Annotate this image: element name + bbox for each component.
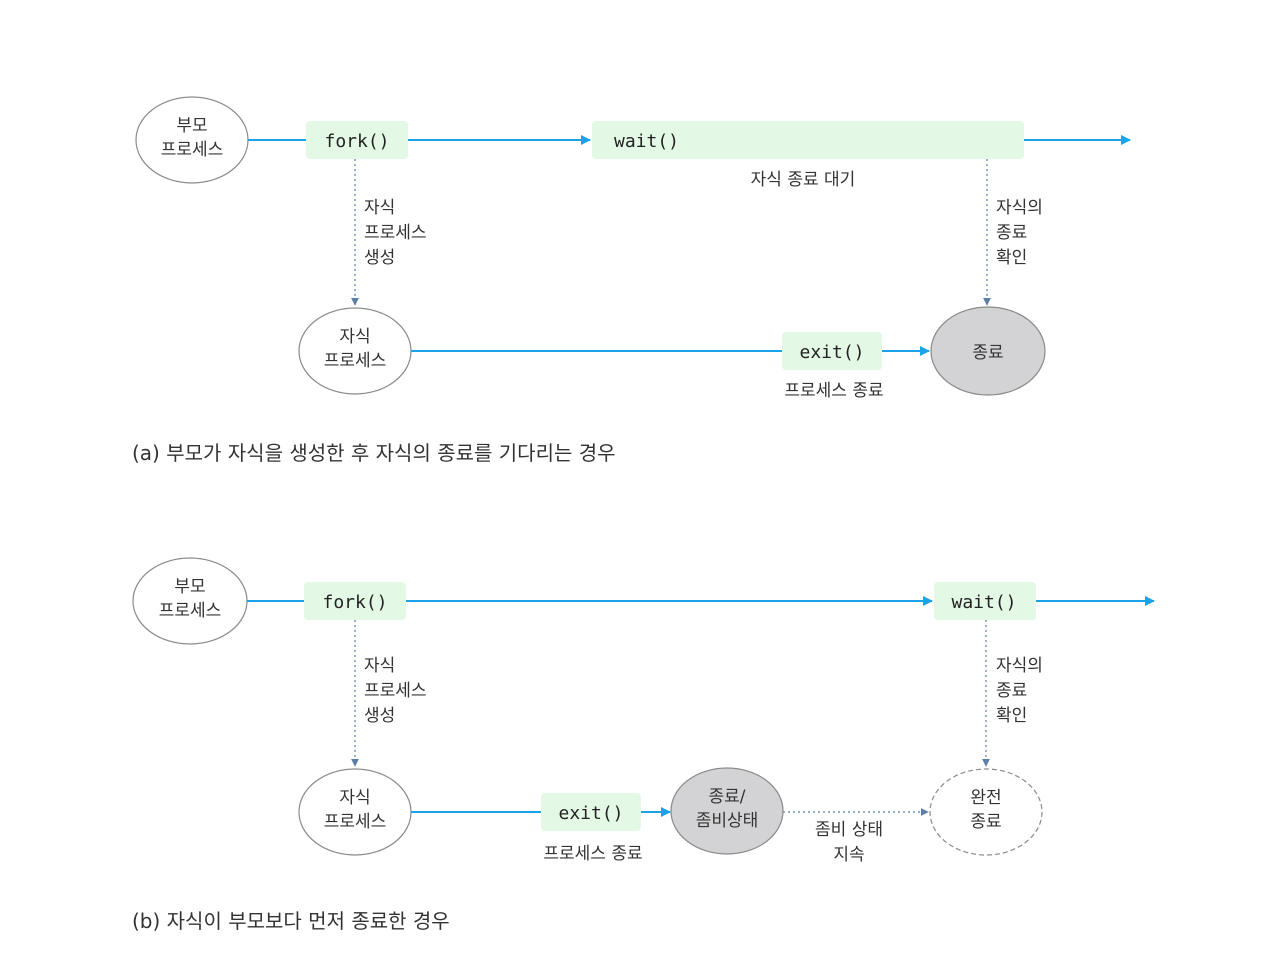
zombie-node — [670, 767, 784, 855]
exit-call-box — [782, 332, 882, 370]
zombie-label-line1: 종료/ — [708, 787, 745, 807]
diagram-b: 부모 프로세스 fork() wait() 자식 프로세스 생성 자식의 종료 … — [132, 557, 1155, 933]
create-label-b-line2: 프로세스 — [364, 681, 427, 701]
exit-call-label-b: exit() — [558, 803, 623, 824]
wait-call-box — [592, 121, 1024, 159]
caption-b: (b) 자식이 부모보다 먼저 종료한 경우 — [132, 909, 450, 933]
parent-label-line2: 프로세스 — [161, 140, 224, 160]
create-label-b-line1: 자식 — [364, 656, 395, 676]
exit-call-label: exit() — [799, 342, 864, 363]
wait-call-label: wait() — [614, 131, 679, 152]
caption-a: (a) 부모가 자식을 생성한 후 자식의 종료를 기다리는 경우 — [132, 441, 616, 465]
create-label-line1: 자식 — [364, 198, 395, 218]
terminated-label: 종료 — [972, 343, 1003, 363]
confirm-label-line3: 확인 — [996, 248, 1027, 268]
child-label-line2: 프로세스 — [324, 351, 387, 371]
create-label-b-line3: 생성 — [364, 706, 395, 726]
create-label-line3: 생성 — [364, 248, 395, 268]
confirm-label-line2: 종료 — [996, 223, 1027, 243]
exit-call-box-b — [541, 793, 641, 831]
confirm-label-b-line2: 종료 — [996, 681, 1027, 701]
diagram-a: 부모 프로세스 fork() wait() 자식 종료 대기 자식 프로세스 생… — [132, 96, 1131, 465]
zombie-persist-line1: 좀비 상태 — [815, 820, 883, 840]
confirm-label-line1: 자식의 — [996, 198, 1043, 218]
create-label-line2: 프로세스 — [364, 223, 427, 243]
wait-caption: 자식 종료 대기 — [751, 170, 856, 190]
parent-label-b-line1: 부모 — [174, 577, 205, 597]
exit-caption: 프로세스 종료 — [784, 381, 883, 401]
child-label-line1: 자식 — [339, 327, 370, 347]
terminated-node — [930, 306, 1046, 396]
zombie-persist-line2: 지속 — [833, 845, 864, 865]
complete-label-line1: 완전 — [970, 788, 1001, 808]
exit-caption-b: 프로세스 종료 — [543, 844, 642, 864]
parent-label-b-line2: 프로세스 — [159, 601, 222, 621]
child-label-b-line1: 자식 — [339, 788, 370, 808]
parent-label-line1: 부모 — [176, 116, 207, 136]
complete-label-line2: 종료 — [970, 812, 1001, 832]
wait-call-label-b: wait() — [951, 592, 1016, 613]
confirm-label-b-line3: 확인 — [996, 706, 1027, 726]
confirm-label-b-line1: 자식의 — [996, 656, 1043, 676]
complete-termination-node — [929, 768, 1043, 856]
child-label-b-line2: 프로세스 — [324, 812, 387, 832]
fork-call-box — [306, 121, 408, 159]
wait-call-box-b — [934, 582, 1036, 620]
fork-call-label-b: fork() — [322, 592, 387, 613]
fork-call-box-b — [304, 582, 406, 620]
zombie-label-line2: 좀비상태 — [696, 811, 759, 831]
fork-call-label: fork() — [324, 131, 389, 152]
